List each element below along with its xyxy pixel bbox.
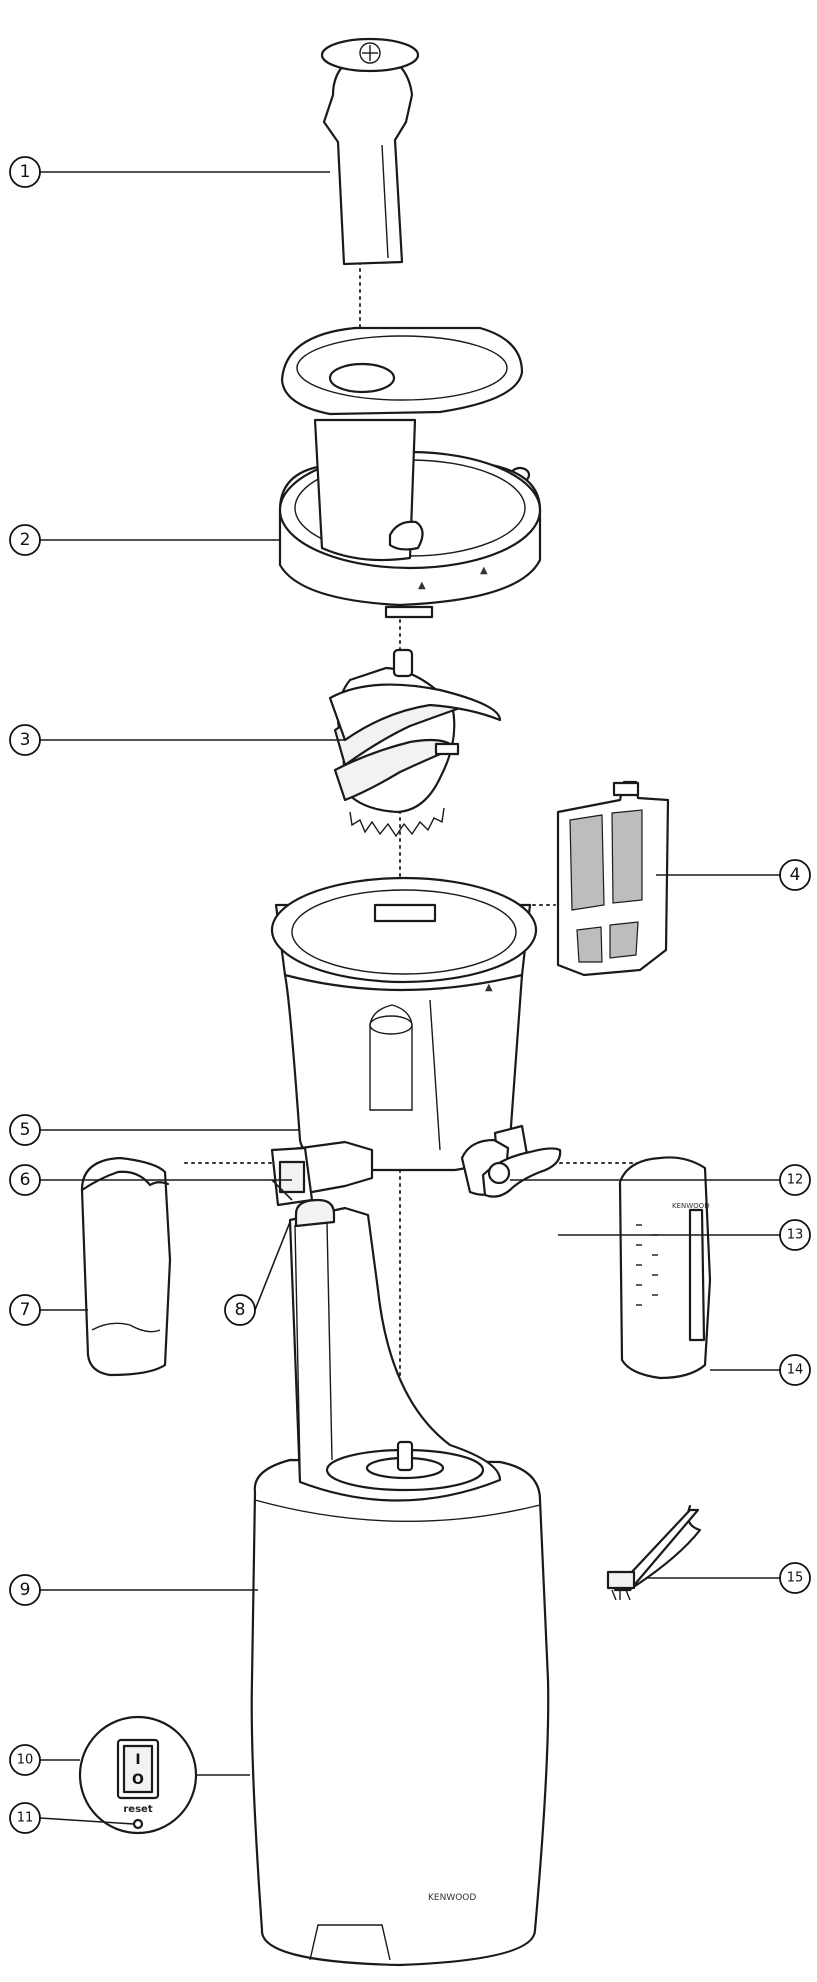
pulp-container-brand: KENWOOD — [672, 1202, 710, 1210]
cleaning-brush — [606, 1504, 702, 1601]
leader-lines — [39, 171, 782, 1825]
callout-13: 13 — [779, 1219, 811, 1251]
callout-number: 15 — [787, 1571, 804, 1586]
pusher — [320, 37, 420, 266]
callout-1: 1 — [9, 156, 41, 188]
callout-number: 8 — [235, 1300, 246, 1320]
juice-cup — [80, 1156, 172, 1377]
callout-number: 9 — [20, 1580, 31, 1600]
callout-number: 2 — [20, 530, 31, 550]
lid-mark-left: ▲ — [418, 580, 426, 591]
lid-mark-right: ▲ — [480, 565, 488, 576]
callout-6: 6 — [9, 1164, 41, 1196]
callout-9: 9 — [9, 1574, 41, 1606]
callout-8: 8 — [224, 1294, 256, 1326]
callout-number: 11 — [17, 1811, 34, 1826]
callout-10: 10 — [9, 1744, 41, 1776]
callout-number: 12 — [787, 1173, 804, 1188]
filter-screen — [556, 780, 670, 977]
bowl-align-mark: ▲ — [485, 982, 493, 993]
base-brand: KENWOOD — [428, 1893, 476, 1903]
motor-base: KENWOOD — [250, 1198, 550, 1967]
switch-off-mark: O — [132, 1772, 144, 1788]
callout-number: 5 — [20, 1120, 31, 1140]
switch-on-mark: I — [135, 1752, 140, 1768]
callout-number: 4 — [790, 865, 801, 885]
callout-2: 2 — [9, 524, 41, 556]
callout-number: 1 — [20, 162, 31, 182]
callout-11: 11 — [9, 1802, 41, 1834]
callout-12: 12 — [779, 1164, 811, 1196]
callout-4: 4 — [779, 859, 811, 891]
juicing-bowl: ▲ — [270, 876, 538, 1172]
pulp-outlet-cap — [481, 1147, 562, 1198]
callout-15: 15 — [779, 1562, 811, 1594]
callout-number: 13 — [787, 1228, 804, 1243]
auger — [328, 648, 502, 838]
callout-number: 7 — [20, 1300, 31, 1320]
reset-label: reset — [123, 1804, 152, 1815]
callout-14: 14 — [779, 1354, 811, 1386]
callout-7: 7 — [9, 1294, 41, 1326]
lid-with-feed-chute: ▲ ▲ — [278, 326, 542, 619]
switch-inset: I O reset — [78, 1715, 250, 1835]
reset-button — [132, 1818, 144, 1830]
callout-number: 14 — [787, 1363, 804, 1378]
callout-number: 3 — [20, 730, 31, 750]
callout-3: 3 — [9, 724, 41, 756]
callout-number: 6 — [20, 1170, 31, 1190]
pulp-container: KENWOOD — [618, 1156, 712, 1380]
callout-number: 10 — [17, 1753, 34, 1768]
callout-5: 5 — [9, 1114, 41, 1146]
